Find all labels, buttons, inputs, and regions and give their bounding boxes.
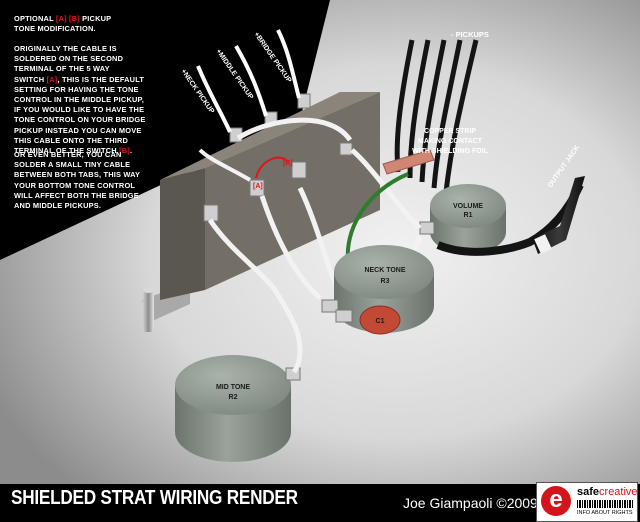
- note-line: IF YOU WOULD LIKE TO HAVE THE: [14, 105, 145, 115]
- tag-a-label: [A]: [253, 183, 263, 190]
- note-line: YOUR BOTTOM TONE CONTROL: [14, 180, 136, 190]
- note-line: WILL AFFECT BOTH THE BRIDGE: [14, 190, 139, 200]
- copper-strip: [382, 149, 435, 175]
- note-line: PICKUP INSTEAD YOU CAN MOVE: [14, 125, 142, 135]
- neck-tone-name-label: NECK TONE: [364, 267, 405, 274]
- note-line: AND MIDDLE PICKUPS.: [14, 201, 102, 211]
- switch-terminal: [291, 161, 307, 179]
- note-tag-a: [A]: [46, 74, 58, 84]
- neck-pickup-wire: [196, 65, 232, 133]
- brand-main: safe: [577, 486, 600, 498]
- note-title-pre: OPTIONAL: [14, 14, 56, 23]
- note-line: SOLDERED ON THE SECOND: [14, 54, 124, 64]
- capacitor-c1: [359, 305, 401, 335]
- note-line: TERMINAL OF THE 5 WAY: [14, 64, 110, 74]
- safecreative-logo-letter: e: [549, 486, 563, 513]
- info-about-rights-link[interactable]: INFO ABOUT RIGHTS: [577, 510, 633, 516]
- mid-tone-name-label: MID TONE: [216, 384, 250, 391]
- copper-strip-label-line1: COPPER STRIP: [424, 128, 476, 135]
- white-wire-to-mid-tone: [291, 349, 303, 374]
- capacitor-label: C1: [376, 318, 385, 325]
- output-jack-cable: [436, 176, 585, 256]
- note-title-post: PICKUP: [79, 14, 112, 23]
- bridge-pickup-wire: [276, 29, 301, 99]
- switch-terminal: [297, 93, 311, 109]
- wiring-scene: +NECK PICKUP +MIDDLE PICKUP +BRIDGE PICK…: [0, 0, 640, 484]
- note-line-pre: SWITCH: [14, 74, 47, 84]
- note-line-post: , THIS IS THE DEFAULT: [57, 74, 145, 84]
- neck-tone-id-label: R3: [381, 278, 390, 285]
- note-line: TONE CONTROL ON YOUR BRIDGE: [14, 115, 146, 125]
- note-tag-b: [B]: [119, 146, 130, 156]
- switch-terminal: [203, 204, 219, 222]
- note-line-pre: TERMINAL OF THE SWITCH: [14, 146, 120, 156]
- copper-strip-label-line3: WITH SHIELDING FOIL: [412, 148, 489, 155]
- render-title: SHIELDED STRAT WIRING RENDER: [11, 487, 298, 509]
- note-title-tag-b: [B]: [69, 14, 80, 23]
- note-title-tag-a: [A]: [55, 14, 67, 23]
- note-line: SETTING FOR HAVING THE TONE: [14, 84, 139, 94]
- brand-accent: creative: [599, 486, 638, 498]
- switch-terminal: [249, 179, 265, 197]
- note-line-post: .: [129, 146, 133, 156]
- copper-strip-label-line2: MAKING CONTACT: [418, 138, 483, 145]
- middle-pickup-wire: [234, 44, 268, 117]
- safecreative-brand: safecreative: [577, 486, 638, 498]
- safecreative-logo-icon: [541, 486, 571, 516]
- minus-pickups-label: - PICKUPS: [451, 30, 489, 39]
- note-line: OR EVEN BETTER, YOU CAN: [14, 150, 122, 159]
- safecreative-badge[interactable]: e safecreative INFO ABOUT RIGHTS: [536, 482, 638, 522]
- author-credit: Joe Giampaoli ©2009: [403, 495, 538, 511]
- note-line: THIS CABLE ONTO THE THIRD: [14, 135, 129, 145]
- registration-barcode: [577, 500, 633, 508]
- neck-tone-pot: [321, 245, 434, 333]
- mid-tone-pot: [175, 355, 301, 462]
- tab-marker-arc: [255, 156, 289, 179]
- volume-name-label: VOLUME: [453, 203, 483, 210]
- tag-b-label: [B]: [283, 160, 293, 167]
- mid-tone-id-label: R2: [229, 394, 238, 401]
- green-wire: [345, 172, 409, 263]
- note-line: SOLDER A SMALL TINY CABLE: [14, 160, 131, 170]
- note-line: ORIGINALLY THE CABLE IS: [14, 44, 117, 53]
- footer-bar: [0, 484, 640, 522]
- note-paragraph-default-setting: ORIGINALLY THE CABLE IS SOLDERED ON THE …: [14, 44, 145, 156]
- note-line: BETWEEN BOTH TABS, THIS WAY: [14, 170, 141, 180]
- note-paragraph-better-option: OR EVEN BETTER, YOU CAN SOLDER A SMALL T…: [14, 150, 140, 211]
- note-title: OPTIONAL [A] [B] PICKUP TONE MODIFICATIO…: [14, 14, 111, 34]
- volume-id-label: R1: [464, 212, 473, 219]
- volume-pot: [419, 184, 506, 254]
- note-title-line2: TONE MODIFICATION.: [14, 24, 96, 34]
- switch-terminal: [339, 142, 353, 156]
- note-line: CONTROL IN THE MIDDLE PICKUP,: [14, 95, 144, 105]
